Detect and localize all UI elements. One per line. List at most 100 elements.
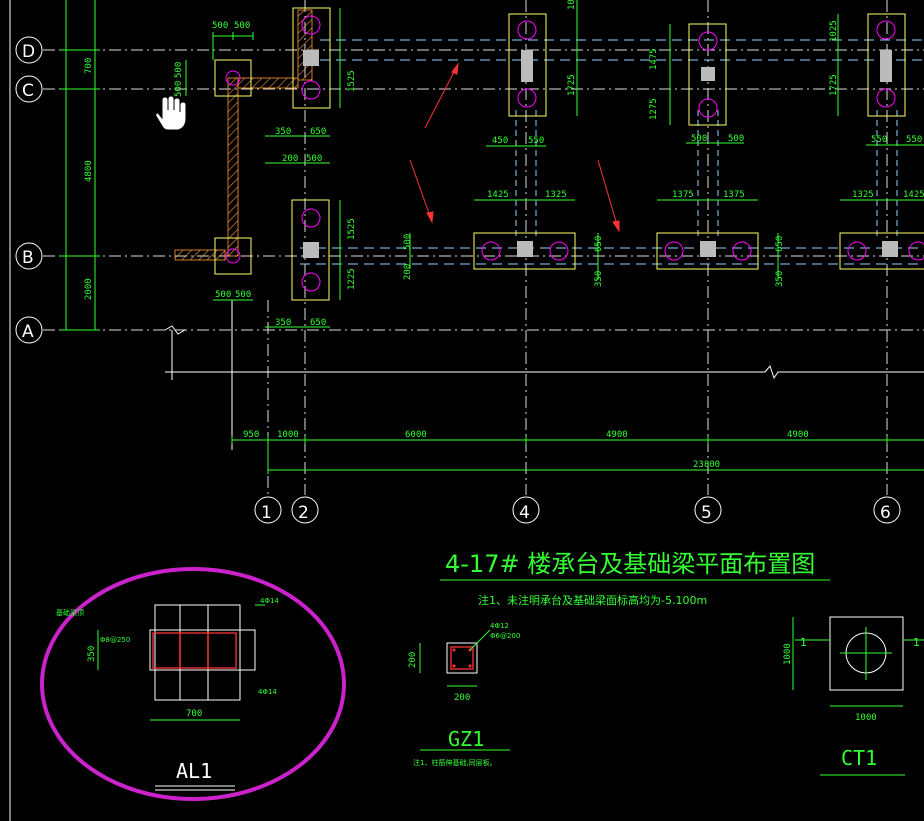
annotation-arrows	[409, 62, 620, 233]
dim-2top-h1: 1525	[347, 70, 357, 92]
dim-2b-w-d: 650	[310, 318, 326, 328]
axis-bubble-b[interactable]: B	[15, 242, 43, 270]
pile-cap-4-b[interactable]: 1425 1325 500 200 650 350	[403, 190, 604, 287]
axis-bubble-2-label: 2	[298, 503, 309, 523]
pile-cap-6-top[interactable]: 1025 1725 550 550	[829, 13, 924, 146]
axis-bubble-6-label: 6	[880, 503, 891, 523]
gz1-label: GZ1	[448, 727, 484, 751]
axis-bubble-a[interactable]: A	[15, 316, 43, 344]
gz1-size-w: 200	[454, 693, 470, 703]
dim-c-b: 4800	[84, 160, 94, 182]
axis-bubble-2[interactable]: 2	[291, 496, 319, 524]
axis-bubble-4-label: 4	[519, 503, 530, 523]
axis-bubble-5[interactable]: 5	[694, 496, 722, 524]
dim-1c-side-a: 500	[174, 62, 184, 78]
pile-cap-6-b[interactable]: 1325 1425	[839, 190, 924, 270]
bottom-dimension-chain: 950 1000 6000 4900 4900 23800	[231, 430, 924, 474]
dim-d-c: 700	[84, 58, 94, 74]
dim-6top-h1: 1725	[829, 74, 839, 96]
foundation-beams	[300, 39, 924, 265]
dim-23800: 23800	[693, 460, 720, 470]
al1-width: 700	[186, 709, 202, 719]
dim-4b-w-a: 1425	[487, 190, 509, 200]
hand-cursor-icon	[155, 95, 187, 131]
dim-1b-bot-a: 500	[215, 290, 231, 300]
dim-6top-w-b: 550	[906, 135, 922, 145]
dim-5top-w-b: 500	[728, 134, 744, 144]
al1-bot-rebar: 4Φ14	[258, 688, 277, 696]
dim-4b-w-b: 1325	[545, 190, 567, 200]
al1-height: 350	[87, 646, 97, 662]
dim-b-h-f: 350	[775, 271, 785, 287]
drawing-note: 注1、未注明承台及基础梁面标高均为-5.100m	[478, 593, 707, 607]
al1-top-rebar: 4Φ14	[260, 597, 279, 605]
dim-4top-h-top: 10	[567, 0, 577, 10]
detail-al1[interactable]: 4Φ14 4Φ14 Φ8@250 基础梁顶 350 700 AL1	[40, 567, 346, 801]
highlight-ellipse	[40, 567, 346, 801]
pile-cap-5-top[interactable]: 1475 1275 500 500	[649, 23, 744, 144]
axis-bubble-a-label: A	[22, 322, 34, 342]
axis-bubble-6[interactable]: 6	[873, 496, 901, 524]
dim-2top-w-b: 650	[310, 127, 326, 137]
dim-1b-bot-b: 500	[235, 290, 251, 300]
axis-bubble-d[interactable]: D	[15, 36, 43, 64]
dim-6b-w-b: 1425	[903, 190, 924, 200]
row-axes: D C B A	[15, 36, 924, 344]
dim-4900-b: 4900	[787, 430, 809, 440]
dim-6top-w-a: 550	[871, 135, 887, 145]
ct1-label: CT1	[841, 746, 877, 770]
dim-950: 950	[243, 430, 259, 440]
dim-6b-w-a: 1325	[852, 190, 874, 200]
dim-b-h-d: 350	[594, 271, 604, 287]
dim-5top-h2: 1275	[649, 98, 659, 120]
pile-cap-1b[interactable]: 500 500	[213, 237, 253, 301]
detail-ct1[interactable]: 1 1 1000 1000 CT1	[783, 616, 924, 776]
axis-bubble-1[interactable]: 1	[254, 496, 282, 524]
axis-bubble-4[interactable]: 4	[512, 496, 540, 524]
al1-stirrup: Φ8@250	[100, 636, 130, 644]
dim-1c-top-a: 500	[212, 21, 228, 31]
dim-b-h-a: 500	[403, 234, 413, 250]
dim-6000: 6000	[405, 430, 427, 440]
dim-5b-w-b: 1375	[723, 190, 745, 200]
dim-1c-top-b: 500	[234, 21, 250, 31]
left-dimension-chain: 700 4800 2000	[60, 0, 100, 331]
axis-bubble-1-label: 1	[261, 503, 272, 523]
pile-cap-1c[interactable]: 500 500 500 500	[174, 21, 254, 97]
detail-gz1[interactable]: 4Φ12 Φ6@200 200 200 GZ1 注1、柱筋伸基础,同层板。	[408, 622, 520, 767]
al1-label: AL1	[176, 759, 212, 783]
dim-2top-w-a: 350	[275, 127, 291, 137]
dim-4top-w-a: 450	[492, 136, 508, 146]
pile-cap-5-b[interactable]: 1375 1375 650 350	[656, 190, 785, 287]
dim-4top-w-b: 550	[528, 136, 544, 146]
dim-2b-w-b: 500	[306, 154, 322, 164]
drawing-title: 4-17# 楼承台及基础梁平面布置图	[445, 550, 815, 578]
dim-b-a: 2000	[84, 278, 94, 300]
gz1-stirrup: Φ6@200	[490, 632, 520, 640]
ct1-mark-right: 1	[913, 636, 920, 649]
pile-cap-4-top[interactable]: 10 1725 450 550	[486, 0, 578, 147]
pile-cap-2-top[interactable]: 1525 350 650	[265, 7, 357, 137]
dim-2b-h2: 1225	[347, 268, 357, 290]
axis-bubble-d-label: D	[22, 42, 35, 62]
ct1-size-h: 1000	[783, 643, 793, 665]
ct1-mark-left: 1	[800, 636, 807, 649]
al1-tag: 基础梁顶	[56, 608, 84, 617]
ct1-size-w: 1000	[855, 713, 877, 723]
column-axes: 1 2 4 5 6	[231, 0, 901, 524]
dim-1000: 1000	[277, 430, 299, 440]
hatched-wall	[174, 9, 313, 261]
axis-bubble-5-label: 5	[701, 503, 712, 523]
dim-b-h-b: 200	[403, 264, 413, 280]
axis-bubble-b-label: B	[22, 248, 34, 268]
dim-6top-h-top: 1025	[829, 20, 839, 42]
al1-outline	[154, 604, 241, 701]
gz1-rebar: 4Φ12	[490, 622, 509, 630]
axis-bubble-c[interactable]: C	[15, 75, 43, 103]
pile-cap-2-b[interactable]: 1525 1225 200 500 350 650	[265, 154, 357, 328]
axis-bubble-c-label: C	[22, 81, 34, 101]
dim-4top-h1: 1725	[567, 74, 577, 96]
gz1-note: 注1、柱筋伸基础,同层板。	[413, 758, 497, 767]
dim-1c-side-b: 500	[174, 81, 184, 97]
